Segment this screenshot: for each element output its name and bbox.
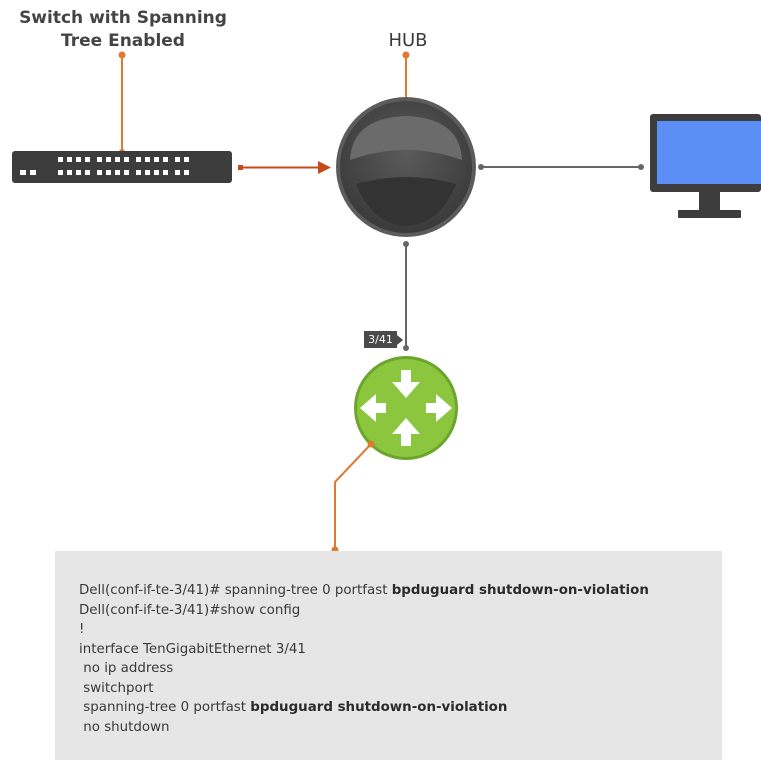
network-switch-icon [12, 151, 232, 183]
config-line-text: ! [79, 622, 85, 637]
hub-to-computer-link [478, 164, 644, 170]
config-line: interface TenGigabitEthernet 3/41 [79, 640, 749, 660]
config-panel [55, 551, 722, 760]
router-icon [354, 356, 458, 460]
switch-label: Switch with Spanning Tree Enabled [0, 7, 246, 53]
config-line-text: no shutdown [79, 719, 170, 735]
hub-label: HUB [388, 30, 428, 51]
config-line-text: interface TenGigabitEthernet 3/41 [79, 641, 306, 657]
port-label-pointer [397, 335, 403, 345]
switch-label-line1: Switch with Spanning [19, 8, 227, 28]
config-line-text: no ip address [79, 661, 174, 676]
config-line: Dell(conf-if-te-3/41)#show config [79, 601, 749, 621]
switch-label-callout [118, 51, 126, 155]
config-line: switchport [79, 679, 749, 699]
config-line: no ip address [79, 659, 749, 679]
monitor-icon [650, 114, 761, 218]
config-line-keyword: bpduguard shutdown-on-violation [250, 700, 508, 715]
config-line-keyword: bpduguard shutdown-on-violation [391, 583, 649, 598]
switch-to-hub-link [238, 161, 331, 174]
config-line-text: Dell(conf-if-te-3/41)#show config [79, 602, 301, 618]
hub-icon [336, 97, 476, 237]
config-line: no shutdown [79, 718, 749, 738]
config-line-text: Dell(conf-if-te-3/41)# spanning-tree 0 p… [79, 583, 392, 598]
config-line-text: spanning-tree 0 portfast [79, 700, 251, 715]
hub-to-router-link [403, 241, 409, 351]
config-line: spanning-tree 0 portfast bpduguard shutd… [79, 698, 749, 718]
hub-label-callout [402, 51, 410, 103]
config-line: Dell(conf-if-te-3/41)# spanning-tree 0 p… [79, 581, 749, 601]
router-config-callout [331, 440, 375, 554]
config-line: ! [79, 620, 749, 640]
config-output: Dell(conf-if-te-3/41)# spanning-tree 0 p… [79, 581, 749, 737]
port-label: 3/41 [364, 331, 397, 348]
config-line-text: switchport [79, 680, 154, 696]
switch-label-line2: Tree Enabled [61, 31, 185, 51]
